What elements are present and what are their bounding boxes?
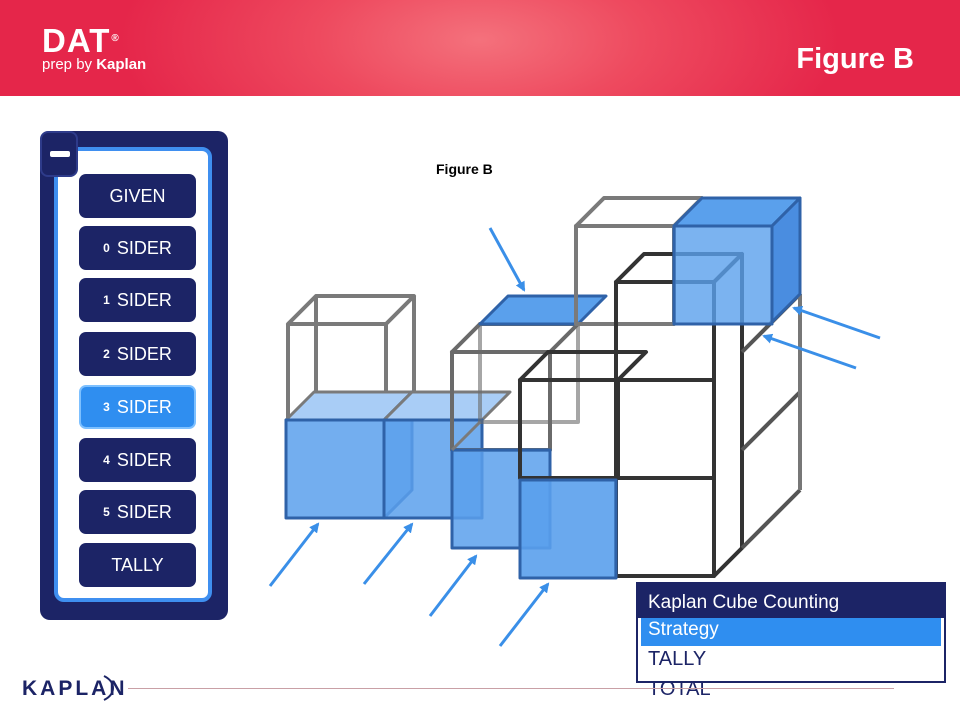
page-title: Figure B xyxy=(796,43,914,75)
header-banner xyxy=(0,0,960,96)
button-label: GIVEN xyxy=(109,185,166,206)
arrow-group xyxy=(268,227,881,647)
button-number: 5 xyxy=(103,505,110,519)
button-label: SIDER xyxy=(116,237,172,258)
sider-1-button[interactable]: 1 SIDER xyxy=(79,278,196,322)
button-label: SIDER xyxy=(116,396,172,417)
kaplan-logo: KAPLAN xyxy=(22,677,128,700)
arrow-bottom-3 xyxy=(428,554,478,617)
dat-logo: DAT® prep by Kaplan xyxy=(42,24,146,73)
arrow-bottom-1 xyxy=(268,522,320,587)
sider-4-button[interactable]: 4 SIDER xyxy=(79,438,196,482)
sider-5-button[interactable]: 5 SIDER xyxy=(79,490,196,534)
infobox-title: Kaplan Cube Counting xyxy=(638,584,944,618)
button-label: TALLY xyxy=(111,554,164,575)
button-number: 2 xyxy=(103,347,110,361)
button-number: 3 xyxy=(103,400,110,414)
cube-blue-middle-top xyxy=(478,294,608,326)
button-number: 1 xyxy=(103,293,110,307)
cube-counting-box: Kaplan Cube Counting Strategy TALLY TOTA… xyxy=(636,582,946,700)
collapse-button[interactable] xyxy=(40,131,78,177)
logo-main: DAT xyxy=(42,22,111,59)
cube-blue-right-top xyxy=(672,196,802,326)
given-button[interactable]: GIVEN xyxy=(79,174,196,218)
button-number: 0 xyxy=(103,241,110,255)
sider-3-button[interactable]: 3 SIDER xyxy=(79,385,196,429)
button-label: SIDER xyxy=(116,289,172,310)
arrow-bottom-2 xyxy=(362,522,414,585)
sider-0-button[interactable]: 0 SIDER xyxy=(79,226,196,270)
arrow-right-2 xyxy=(762,333,857,370)
arrow-top xyxy=(488,227,526,292)
minus-icon xyxy=(50,151,70,157)
footer-divider xyxy=(128,688,894,689)
sider-2-button[interactable]: 2 SIDER xyxy=(79,332,196,376)
figure-caption: Figure B xyxy=(436,161,493,177)
logo-reg: ® xyxy=(111,33,120,44)
logo-sub-brand: Kaplan xyxy=(96,56,147,73)
arrow-right-1 xyxy=(792,305,881,340)
infobox-total: TOTAL xyxy=(648,678,711,700)
logo-sub-prefix: prep by xyxy=(42,56,97,73)
button-label: SIDER xyxy=(116,343,172,364)
tally-button[interactable]: TALLY xyxy=(79,543,196,587)
arrow-bottom-4 xyxy=(498,582,550,647)
cube-blue-front-bottom xyxy=(518,478,618,580)
infobox-strategy: Strategy xyxy=(641,618,941,646)
button-number: 4 xyxy=(103,453,110,467)
infobox-tally: TALLY xyxy=(648,648,707,670)
kaplan-swoosh-icon xyxy=(103,675,114,701)
button-label: SIDER xyxy=(116,501,172,522)
button-label: SIDER xyxy=(116,449,172,470)
